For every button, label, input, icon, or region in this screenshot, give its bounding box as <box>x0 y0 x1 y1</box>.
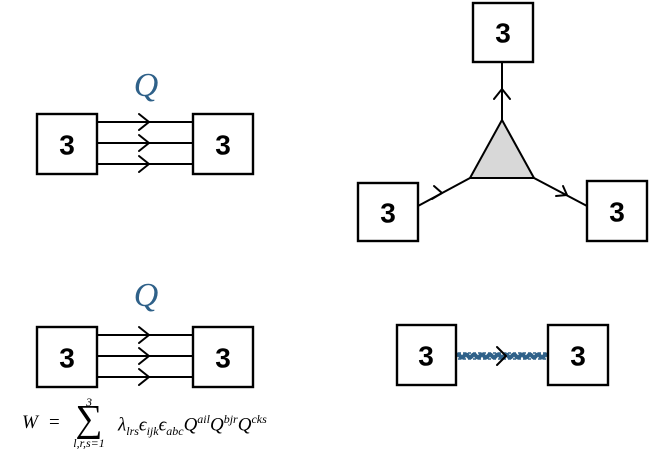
node-label: 3 <box>380 198 396 229</box>
equals-sign: = <box>49 412 60 433</box>
arrowhead-3 <box>138 155 150 173</box>
node-left: 3 <box>356 181 420 243</box>
arrowhead-1 <box>138 326 150 344</box>
superpotential-lhs: W <box>22 412 38 433</box>
wiggly-edge <box>454 352 550 360</box>
field-label-q-bottom: Q <box>134 277 159 314</box>
edge-to-right <box>533 177 588 207</box>
arrowhead-right <box>555 185 568 197</box>
node-label: 3 <box>215 343 231 374</box>
arrowhead-3 <box>138 368 150 386</box>
node-left: 3 <box>395 323 458 387</box>
node-label: 3 <box>59 343 75 374</box>
arrowhead-up <box>493 88 511 100</box>
gauge-triangle <box>468 117 536 179</box>
node-right: 3 <box>585 179 649 243</box>
node-right: 3 <box>191 325 255 389</box>
summation-lower-limit: l,r,s=1 <box>73 436 105 450</box>
panel-bottom-left: Q 3 3 <box>35 277 255 389</box>
node-top: 3 <box>471 1 535 64</box>
arrowhead-left <box>431 185 443 200</box>
node-right: 3 <box>546 323 610 387</box>
panel-top-left: Q 3 3 <box>35 67 255 176</box>
node-label: 3 <box>59 130 75 161</box>
edge-to-left <box>417 177 471 207</box>
node-label: 3 <box>215 130 231 161</box>
summation-upper-limit: 3 <box>86 395 92 409</box>
summation-symbol: ∑ <box>75 398 103 440</box>
arrowhead-1 <box>138 113 150 131</box>
arrowhead-wiggly <box>496 346 507 366</box>
panel-top-right: 3 3 3 <box>356 1 649 243</box>
node-left: 3 <box>35 325 99 389</box>
node-label: 3 <box>418 341 434 372</box>
summation: 3 ∑ l,r,s=1 <box>59 395 119 460</box>
arrowhead-2 <box>138 134 150 152</box>
node-label: 3 <box>609 197 625 228</box>
arrowhead-2 <box>138 347 150 365</box>
panel-bottom-right: 3 3 <box>395 323 610 387</box>
field-label-q-top: Q <box>134 67 159 104</box>
node-label: 3 <box>495 18 511 49</box>
node-left: 3 <box>35 112 99 176</box>
superpotential-body: λlrsϵijkϵabcQailQbjrQcks <box>118 412 267 439</box>
node-label: 3 <box>570 341 586 372</box>
node-right: 3 <box>191 112 255 176</box>
